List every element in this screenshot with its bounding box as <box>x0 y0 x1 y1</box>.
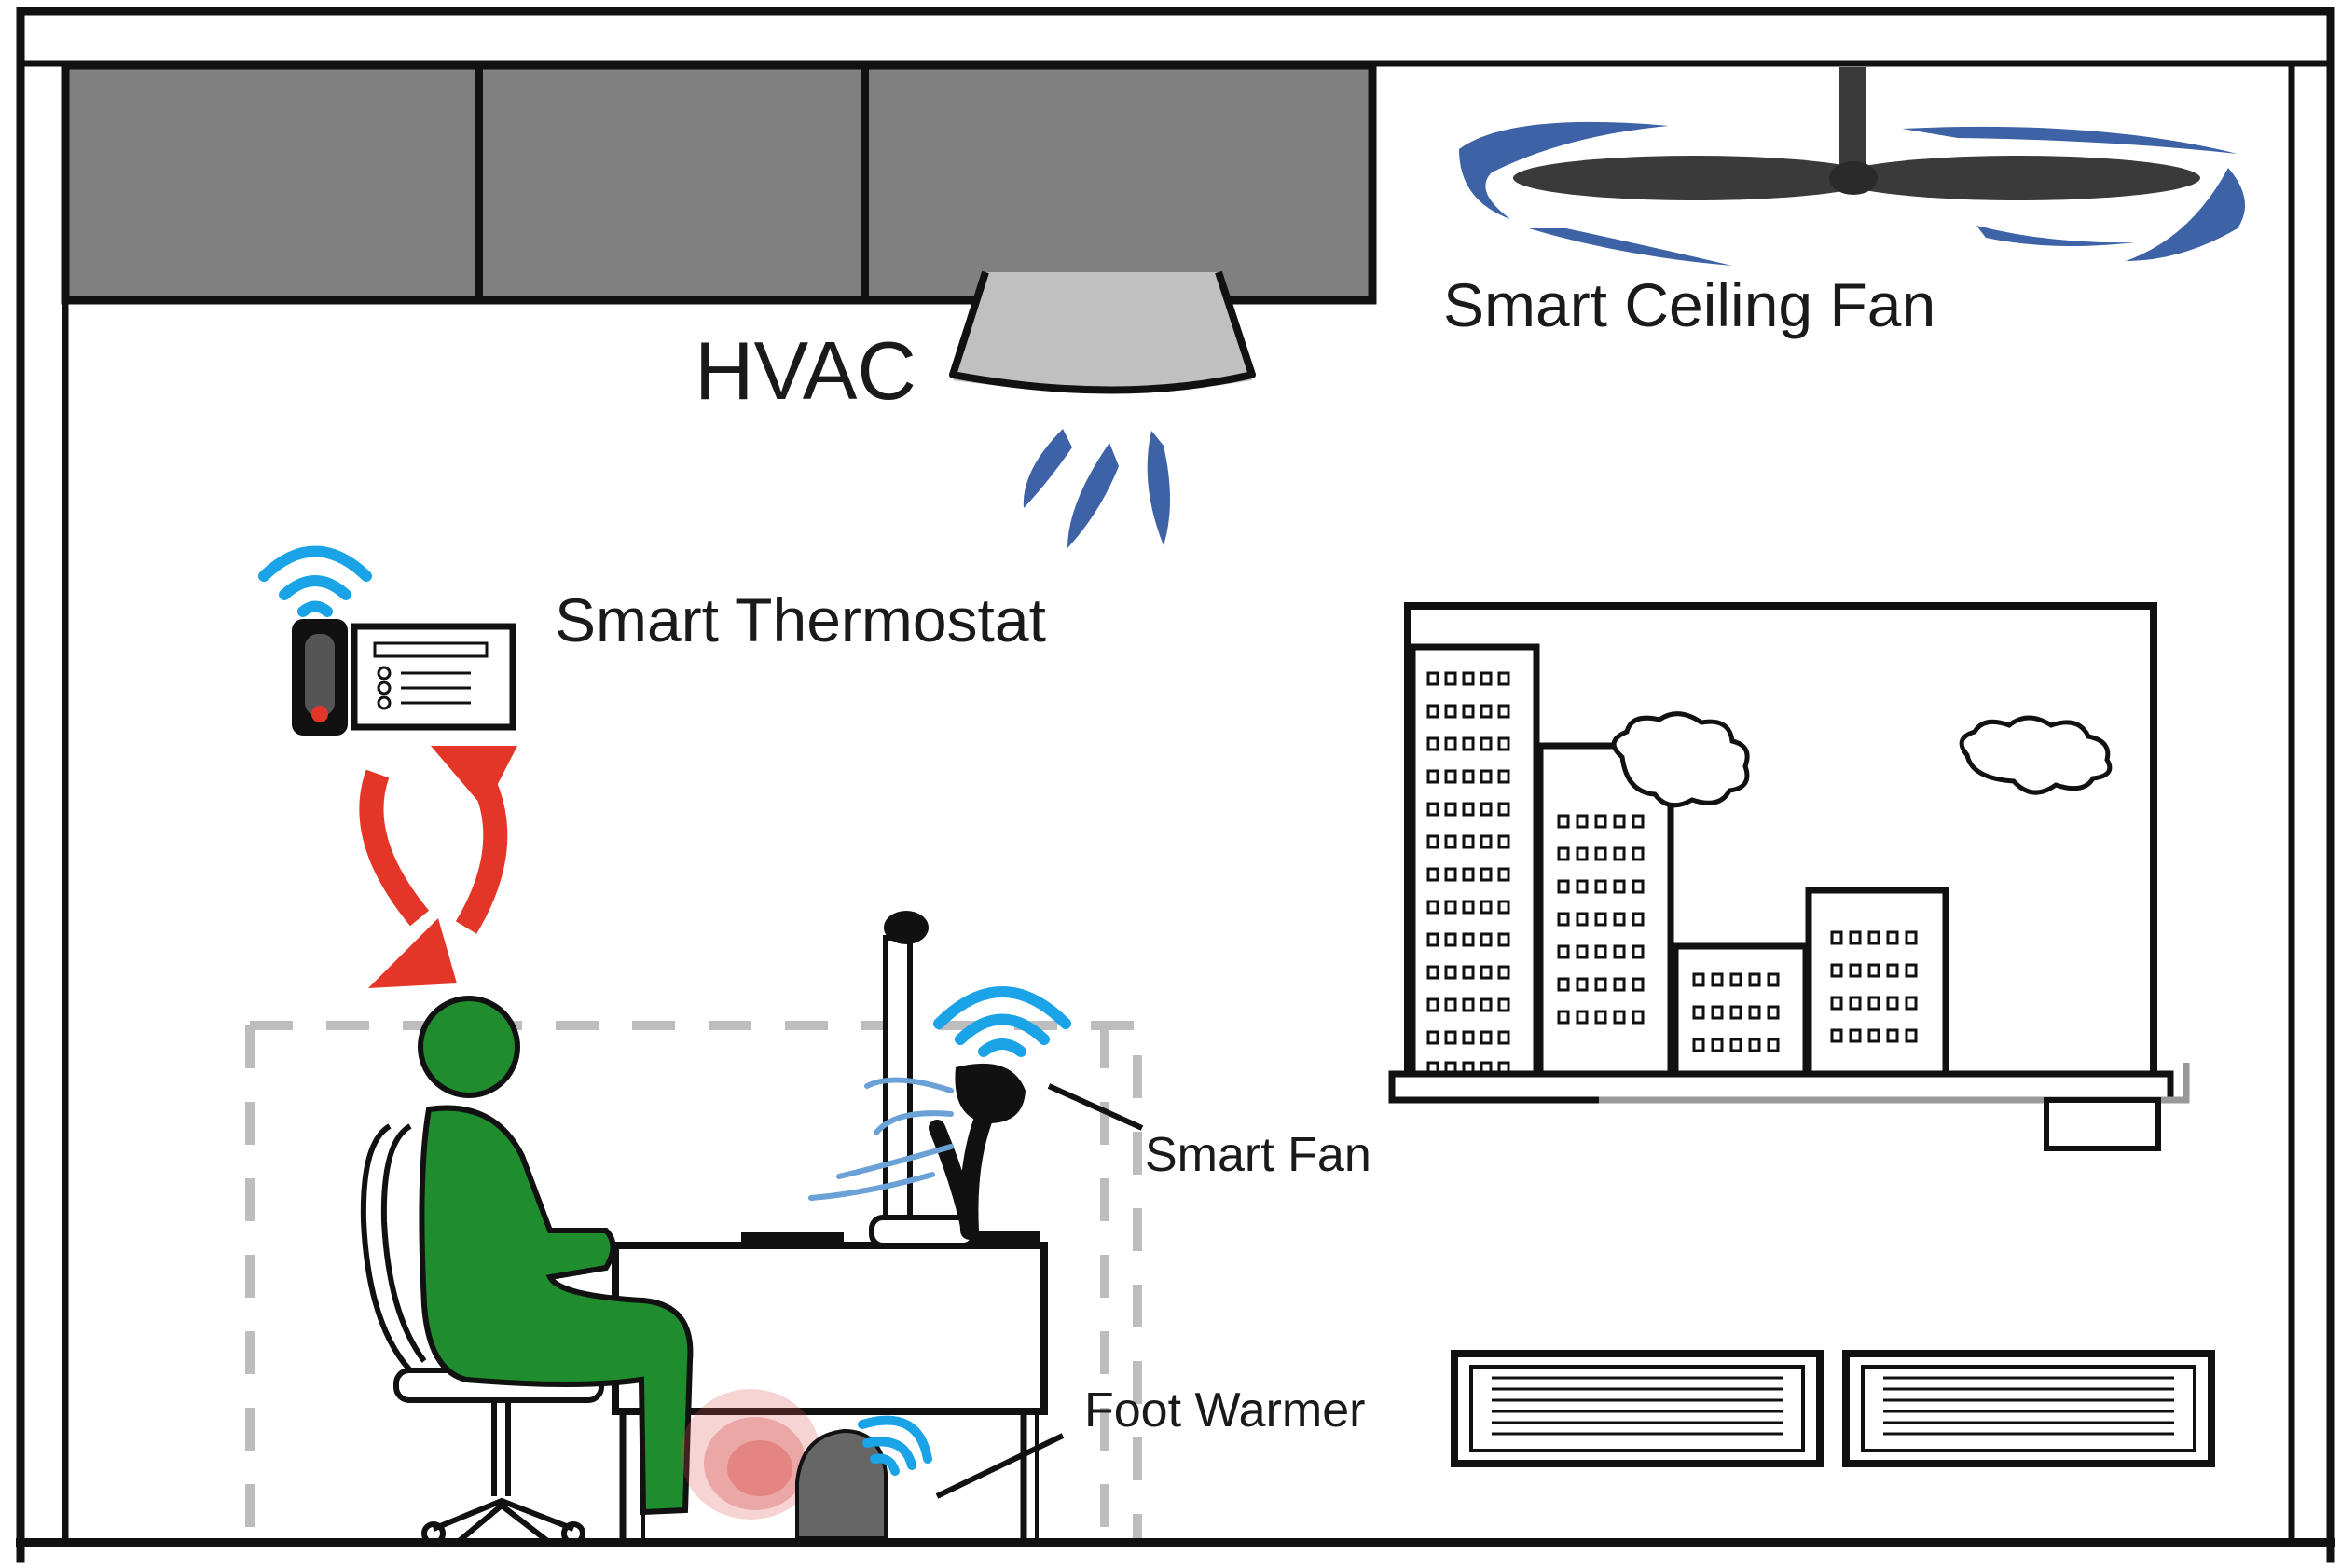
foot-warmer-label: Foot Warmer <box>1084 1383 1365 1437</box>
hvac-airflow-icon <box>1023 429 1170 548</box>
smart-thermostat-device <box>292 619 516 736</box>
ceiling-fan-motion-swirl <box>1459 121 2245 266</box>
foot-warmer-heat <box>681 1389 820 1520</box>
hvac-label: HVAC <box>695 324 916 417</box>
smart-fan-airflow-icon <box>808 1077 954 1201</box>
smart-thermostat-label: Smart Thermostat <box>555 585 1046 654</box>
sync-arrows-icon <box>359 746 517 988</box>
ceiling-fan-icon <box>1459 67 2245 266</box>
thermostat-wifi-icon <box>258 545 372 617</box>
wall-vent-left <box>1451 1350 1824 1467</box>
foot-warmer-device <box>795 1428 888 1540</box>
building-windows <box>1426 671 1918 1076</box>
wall-vent-right <box>1842 1350 2215 1467</box>
smart-fan-leader-line <box>1047 1083 1144 1131</box>
hvac-duct <box>61 61 1377 305</box>
desk-monitor <box>869 911 977 1248</box>
smart-fan-wifi-icon <box>933 986 1071 1057</box>
smart-ceiling-fan-label: Smart Ceiling Fan <box>1443 270 1935 339</box>
person-icon <box>418 996 694 1516</box>
hvac-diffuser <box>949 270 1256 394</box>
smart-fan-device <box>929 1063 1040 1245</box>
smart-fan-label: Smart Fan <box>1145 1128 1371 1182</box>
cloud-icon <box>1611 711 2113 808</box>
foot-warmer-leader-line <box>935 1433 1065 1499</box>
window-city-view <box>1388 602 2190 1151</box>
foot-warmer-wifi-icon <box>858 1415 932 1476</box>
